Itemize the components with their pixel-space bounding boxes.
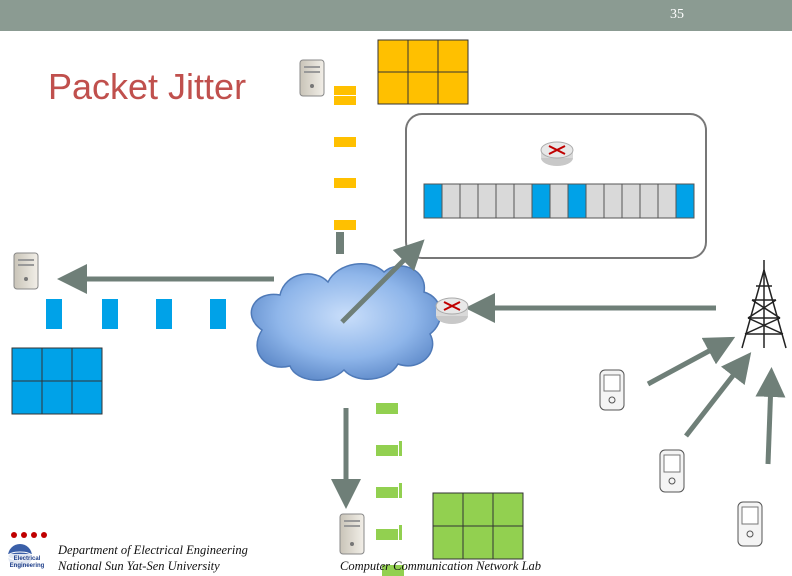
arrow-pda2-to-tower	[684, 352, 752, 438]
pda-icon	[737, 501, 763, 547]
arrow-pda1-to-tower	[646, 336, 736, 387]
footer-lab: Computer Communication Network Lab	[340, 559, 542, 573]
green-packets	[376, 403, 404, 576]
university-logo: Electrical Engineering	[4, 530, 50, 569]
router-icon	[435, 297, 469, 324]
slide-title: Packet Jitter	[48, 66, 247, 107]
footer-dept-line: Department of Electrical Engineering	[58, 543, 248, 557]
server-icon	[299, 59, 325, 97]
yellow-packets	[334, 86, 356, 254]
blue-video-frame	[11, 347, 103, 415]
router-icon	[540, 141, 574, 166]
footer-department: Department of Electrical Engineering Nat…	[58, 542, 248, 574]
router-queue	[423, 183, 695, 219]
svg-text:Engineering: Engineering	[10, 563, 45, 569]
cell-tower-icon	[741, 260, 787, 349]
cloud-icon	[250, 263, 442, 381]
arrow-pda3-to-tower	[755, 367, 786, 465]
pda-icon	[659, 449, 685, 493]
server-icon	[339, 513, 365, 555]
page-number: 35	[670, 7, 684, 22]
header-bar	[0, 0, 792, 31]
green-video-frame	[432, 492, 524, 560]
server-icon	[13, 252, 39, 290]
yellow-video-frame	[377, 39, 469, 105]
pda-icon	[599, 369, 625, 411]
router-queue-box	[405, 113, 707, 259]
svg-text:Electrical: Electrical	[14, 556, 41, 562]
footer-univ-line: National Sun Yat-Sen University	[58, 559, 220, 573]
blue-packets	[46, 299, 226, 329]
arrow-to-router-box	[340, 239, 425, 324]
